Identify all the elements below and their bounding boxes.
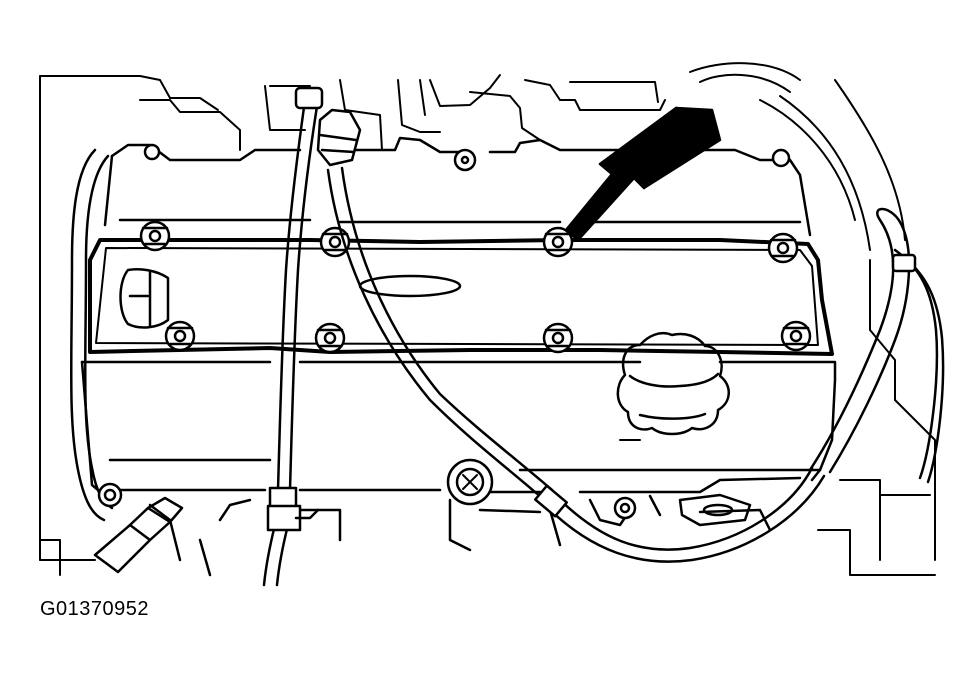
bolt-upper-ridge-right [771,148,791,168]
lower-mounting-boss [446,458,494,506]
lower-right-stud [613,496,637,520]
sensor-connector [93,496,184,574]
bolt-bottom-4 [780,320,812,352]
oil-cap [616,331,730,436]
spark-plug-wire-3 [808,207,945,484]
spark-plug-wire-2 [316,108,826,563]
lower-left-stud [97,482,123,508]
right-bracket [678,493,752,527]
bolt-top-1 [139,220,171,252]
valve-cover-lower [80,360,837,577]
spark-plug-wire-1 [262,86,324,587]
bolt-bottom-2 [314,322,346,354]
background-engine-outline [39,62,936,576]
valve-cover-gasket-inner [95,247,819,346]
oil-filler-port [119,268,170,329]
figure-id-label: G01370952 [40,598,150,620]
indicator-arrow [564,106,722,242]
valve-cover-gasket [88,238,834,356]
bolt-bottom-1 [164,320,196,352]
bolt-upper-ridge-center [453,148,477,172]
bolt-top-3-indicated [542,226,574,258]
bolt-top-4 [767,232,799,264]
bolt-bottom-3 [542,322,574,354]
bolt-upper-ridge-left [143,143,161,161]
